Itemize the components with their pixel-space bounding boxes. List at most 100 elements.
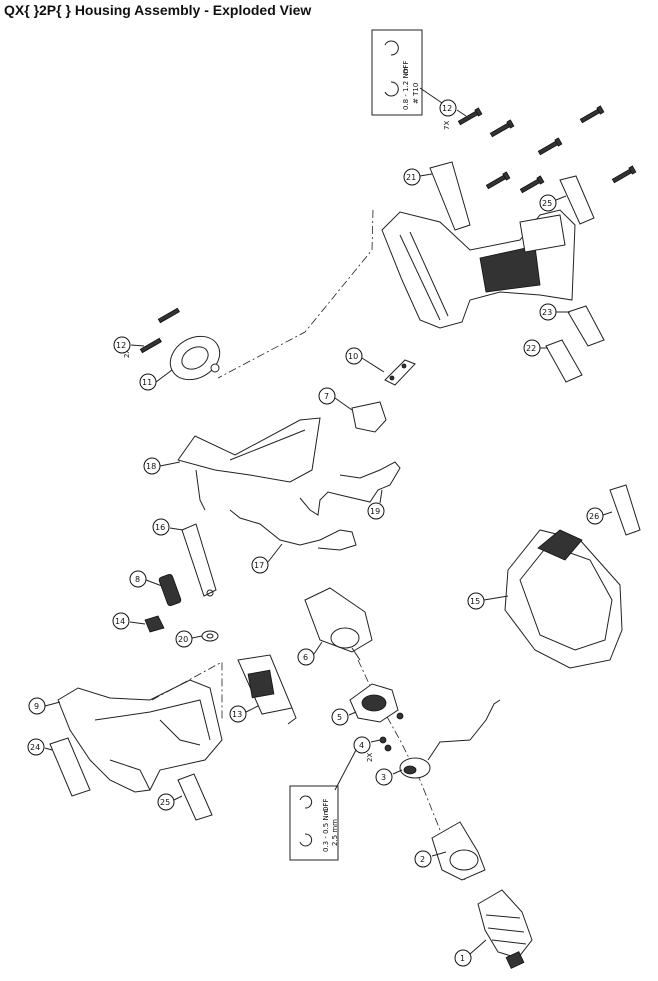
bracket-10 bbox=[384, 359, 416, 386]
motor-mount-5 bbox=[349, 683, 404, 723]
wire-17 bbox=[229, 509, 357, 551]
torque-spec-box-bottom: 0.3 - 0.5 Nm OFF 2.5 mm bbox=[289, 785, 339, 861]
torque-bottom-off: OFF bbox=[322, 798, 330, 812]
callout-20: 20 bbox=[175, 630, 203, 648]
svg-text:11: 11 bbox=[142, 378, 152, 387]
label-24 bbox=[49, 737, 91, 797]
callout-26: 26 bbox=[586, 507, 613, 525]
callout-9: 9 bbox=[28, 697, 61, 715]
label-25-bottom bbox=[177, 773, 213, 821]
trigger-plate-16 bbox=[181, 523, 217, 597]
callout-24: 24 bbox=[27, 738, 53, 756]
label-21 bbox=[429, 161, 471, 231]
latch-14 bbox=[144, 615, 165, 633]
qty-2x-screw: 2X bbox=[366, 753, 374, 762]
sensor-ring-3 bbox=[399, 699, 501, 779]
callout-16: 16 bbox=[152, 518, 184, 536]
housing-right-half bbox=[381, 209, 576, 329]
rear-cover bbox=[169, 335, 221, 381]
callouts: 1 2 3 4 5 6 7 8 9 10 11 12 12 13 14 15 1… bbox=[27, 99, 613, 967]
battery-pack-15 bbox=[504, 529, 623, 669]
svg-text:22: 22 bbox=[526, 344, 536, 353]
callout-17: 17 bbox=[251, 543, 283, 574]
svg-text:6: 6 bbox=[303, 653, 308, 662]
svg-text:19: 19 bbox=[370, 507, 380, 516]
qty-2x-cover: 2X bbox=[123, 349, 131, 358]
page-title: QX{ }2P{ } Housing Assembly - Exploded V… bbox=[4, 2, 312, 18]
svg-text:8: 8 bbox=[135, 575, 140, 584]
svg-text:9: 9 bbox=[34, 702, 39, 711]
svg-text:1: 1 bbox=[460, 954, 465, 963]
rotate-cw-icon bbox=[384, 81, 399, 97]
torque-spec-box-top: 0.8 - 1.2 Nm OFF # T10 bbox=[371, 29, 423, 116]
callout-25-bottom: 25 bbox=[157, 793, 183, 811]
svg-text:12: 12 bbox=[442, 104, 452, 113]
svg-text:2: 2 bbox=[420, 855, 425, 864]
svg-text:3: 3 bbox=[381, 773, 386, 782]
svg-text:13: 13 bbox=[232, 710, 242, 719]
torque-bottom-hex: 2.5 mm bbox=[331, 819, 339, 846]
callout-18: 18 bbox=[143, 457, 181, 475]
svg-text:20: 20 bbox=[178, 635, 188, 644]
wire-19 bbox=[299, 461, 401, 516]
svg-text:17: 17 bbox=[254, 561, 264, 570]
callout-21: 21 bbox=[403, 168, 433, 186]
callout-25-top: 25 bbox=[539, 194, 567, 212]
callout-1: 1 bbox=[454, 939, 487, 967]
switch-7 bbox=[351, 401, 387, 433]
svg-text:4: 4 bbox=[359, 741, 364, 750]
svg-text:10: 10 bbox=[348, 352, 358, 361]
svg-text:24: 24 bbox=[30, 743, 40, 752]
callout-10: 10 bbox=[345, 347, 385, 373]
callout-12-cover: 12 bbox=[113, 336, 145, 354]
callout-12-top: 12 bbox=[439, 99, 467, 117]
svg-text:26: 26 bbox=[589, 512, 599, 521]
rotate-ccw-icon bbox=[299, 795, 313, 809]
callout-2: 2 bbox=[414, 850, 447, 868]
callout-7: 7 bbox=[318, 387, 353, 411]
control-board-13 bbox=[237, 654, 297, 725]
svg-text:25: 25 bbox=[160, 798, 170, 807]
svg-text:15: 15 bbox=[470, 597, 480, 606]
spring-8 bbox=[158, 573, 182, 607]
screws-4 bbox=[379, 736, 392, 752]
callout-19: 19 bbox=[367, 489, 385, 520]
svg-text:7: 7 bbox=[324, 392, 329, 401]
svg-text:23: 23 bbox=[542, 308, 552, 317]
qty-7x: 7X bbox=[443, 121, 451, 130]
label-22 bbox=[545, 339, 583, 383]
rotate-cw-icon bbox=[299, 833, 313, 847]
callout-6: 6 bbox=[297, 641, 323, 666]
torque-top-off: OFF bbox=[402, 60, 410, 74]
callout-23: 23 bbox=[539, 303, 570, 321]
callout-5: 5 bbox=[331, 708, 357, 726]
anvil-assembly-1 bbox=[477, 889, 533, 969]
callout-22: 22 bbox=[523, 339, 548, 357]
svg-text:16: 16 bbox=[155, 523, 165, 532]
label-25-top bbox=[559, 175, 595, 225]
torque-top-bit: # T10 bbox=[412, 83, 420, 104]
svg-text:21: 21 bbox=[406, 173, 416, 182]
callout-11: 11 bbox=[139, 369, 173, 391]
label-26 bbox=[609, 484, 641, 536]
motor-6 bbox=[304, 587, 373, 661]
torque-top-spec: 0.8 - 1.2 Nm bbox=[402, 66, 410, 110]
washer-20 bbox=[201, 630, 219, 642]
svg-text:12: 12 bbox=[116, 341, 126, 350]
screws-top bbox=[457, 105, 637, 194]
housing-left-half bbox=[57, 679, 223, 793]
callout-8: 8 bbox=[129, 570, 163, 588]
gear-housing-2 bbox=[431, 821, 486, 881]
torque-bottom-spec: 0.3 - 0.5 Nm bbox=[322, 808, 330, 852]
pcb-bracket-18 bbox=[177, 417, 321, 511]
svg-text:18: 18 bbox=[146, 462, 156, 471]
rotate-ccw-icon bbox=[384, 40, 399, 56]
callout-4: 4 bbox=[353, 736, 381, 754]
label-23 bbox=[567, 305, 605, 347]
callout-3: 3 bbox=[375, 768, 403, 786]
callout-15: 15 bbox=[467, 592, 509, 610]
callout-13: 13 bbox=[229, 705, 259, 723]
svg-text:14: 14 bbox=[115, 617, 125, 626]
svg-text:25: 25 bbox=[542, 199, 552, 208]
